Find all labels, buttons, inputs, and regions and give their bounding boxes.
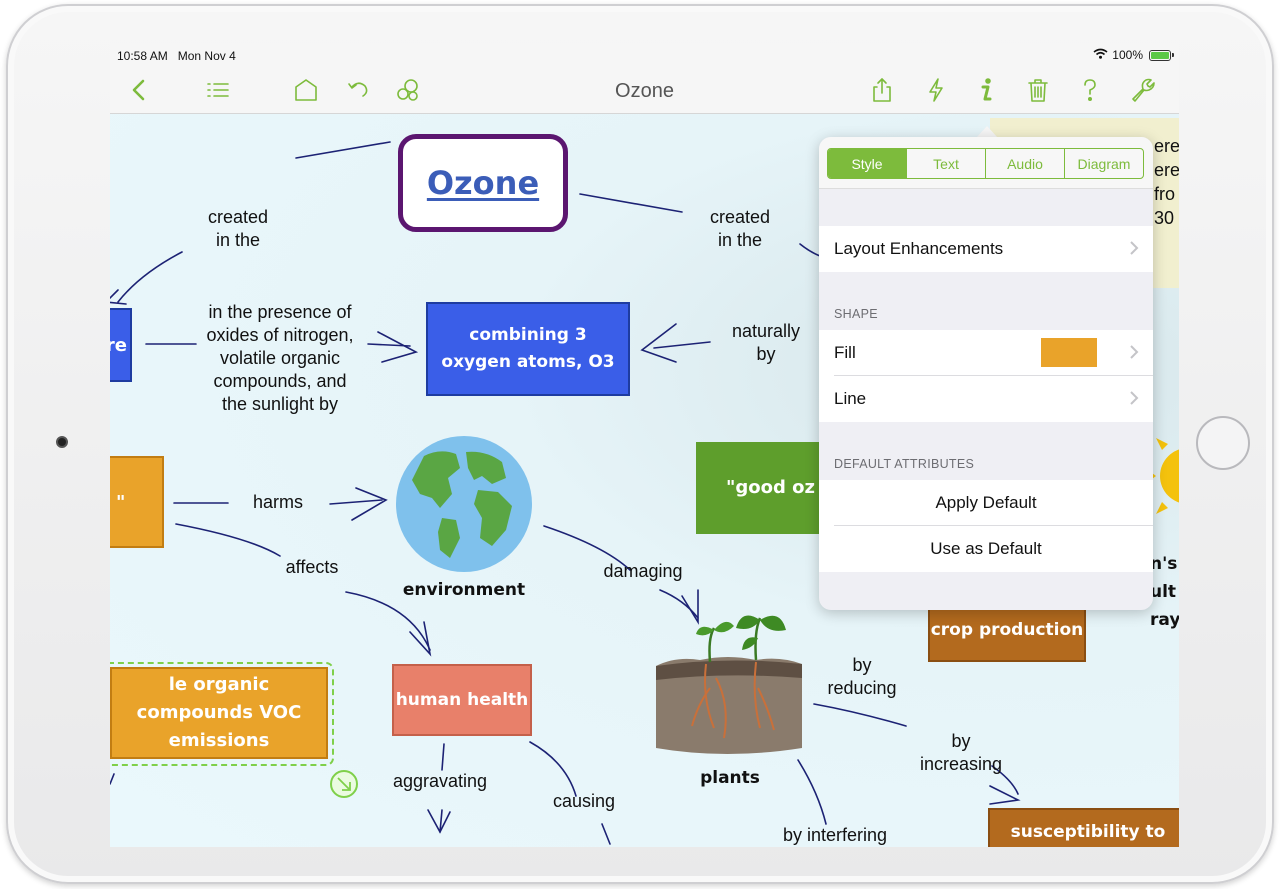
selection-outline	[110, 662, 334, 766]
bubbles-icon	[397, 79, 418, 101]
toolbar: Ozone	[110, 66, 1179, 114]
list-icon	[207, 83, 229, 97]
label-by-increasing: by increasing	[919, 731, 1003, 774]
status-right: 100%	[1093, 48, 1174, 62]
back-button[interactable]	[124, 74, 156, 106]
row-line-label: Line	[834, 389, 867, 408]
wifi-icon	[1093, 48, 1108, 62]
resize-handle[interactable]	[330, 770, 358, 798]
label-presence: in the presence of oxides of nitrogen, v…	[206, 302, 354, 414]
chevron-right-icon	[1130, 241, 1139, 255]
link-nodes-button[interactable]	[392, 74, 424, 106]
label-damaging: damaging	[603, 561, 683, 581]
label-causing: causing	[552, 791, 616, 811]
use-as-default-button[interactable]: Use as Default	[819, 526, 1153, 572]
row-layout-enhancements[interactable]: Layout Enhancements	[819, 226, 1153, 272]
share-icon	[873, 78, 891, 102]
info-icon	[981, 78, 992, 101]
note-text-partial: ere ere fro 30	[1154, 136, 1179, 228]
connection-lines	[110, 141, 1021, 845]
question-icon	[1084, 79, 1096, 101]
globe-icon	[396, 436, 532, 572]
label-created-right: created in the	[709, 207, 771, 250]
actions-button[interactable]	[920, 74, 952, 106]
battery-icon	[1149, 49, 1174, 61]
label-harms: harms	[252, 492, 303, 512]
document-title: Ozone	[615, 80, 674, 102]
separator	[834, 525, 1153, 526]
label-naturally: naturally by	[731, 321, 801, 364]
node-crop-production[interactable]: crop production	[928, 600, 1086, 662]
chevron-left-icon	[132, 79, 145, 101]
chevron-right-icon	[1130, 391, 1139, 405]
bold-text-partial: n's ult ray	[1150, 554, 1179, 630]
popover-arrow	[976, 126, 998, 138]
node-human-health[interactable]: human health	[392, 664, 532, 736]
label-environment: environment	[402, 580, 526, 600]
inspector-tabs: Style Text Audio Diagram	[827, 148, 1144, 179]
tab-diagram[interactable]: Diagram	[1077, 155, 1131, 172]
chevron-right-icon	[1130, 345, 1139, 359]
popover-header: Style Text Audio Diagram	[819, 137, 1153, 189]
section-default-attributes: DEFAULT ATTRIBUTES	[834, 457, 975, 471]
label-by-reducing: by reducing	[827, 655, 897, 698]
section-shape: SHAPE	[834, 307, 878, 321]
status-time-date: 10:58 AM Mon Nov 4	[117, 49, 236, 63]
settings-button[interactable]	[1126, 74, 1158, 106]
screen: 10:58 AM Mon Nov 4 100% Ozone	[110, 44, 1179, 847]
apply-default-button[interactable]: Apply Default	[819, 480, 1153, 526]
delete-button[interactable]	[1022, 74, 1054, 106]
inspector-popover: Style Text Audio Diagram Layout Enhancem…	[819, 137, 1153, 610]
tab-audio[interactable]: Audio	[986, 149, 1065, 178]
node-susceptibility[interactable]: susceptibility to	[988, 808, 1179, 847]
undo-button[interactable]	[342, 74, 374, 106]
lightning-icon	[929, 78, 943, 102]
home-button[interactable]	[1196, 416, 1250, 470]
battery-percent: 100%	[1112, 48, 1143, 62]
tab-style[interactable]: Style	[828, 149, 907, 178]
add-node-button[interactable]	[290, 74, 322, 106]
tab-text[interactable]: Text	[907, 149, 986, 178]
label-affects: affects	[285, 557, 339, 577]
wrench-icon	[1132, 78, 1155, 102]
fill-color-swatch[interactable]	[1041, 338, 1097, 367]
trash-icon	[1028, 79, 1048, 102]
node-good-ozone[interactable]: "good oz protect	[696, 442, 826, 534]
resize-arrow-icon	[337, 777, 351, 791]
row-layout-enhancements-label: Layout Enhancements	[834, 239, 1004, 258]
label-created-left: created in the	[207, 207, 269, 250]
row-fill[interactable]: Fill	[819, 330, 1153, 376]
label-plants: plants	[700, 768, 760, 788]
label-aggravating: aggravating	[392, 771, 488, 791]
inspector-button[interactable]	[970, 74, 1002, 106]
node-left-partial[interactable]: re	[110, 308, 132, 382]
row-fill-label: Fill	[834, 343, 856, 362]
node-orange-partial[interactable]: "	[110, 456, 164, 548]
node-good-ozone-text: "good oz protect	[726, 477, 826, 498]
undo-icon	[348, 82, 368, 97]
center-node-ozone[interactable]: Ozone	[398, 134, 568, 232]
node-combining[interactable]: combining 3 oxygen atoms, O3	[426, 302, 630, 396]
help-button[interactable]	[1074, 74, 1106, 106]
label-by-interfering: by interfering	[782, 825, 888, 845]
plants-image	[656, 615, 802, 754]
status-bar: 10:58 AM Mon Nov 4 100%	[110, 44, 1179, 66]
node-voc[interactable]: le organic compounds VOC emissions	[110, 667, 328, 759]
node-shape-icon	[295, 79, 317, 101]
share-button[interactable]	[866, 74, 898, 106]
row-line[interactable]: Line	[819, 376, 1153, 422]
separator	[834, 375, 1153, 376]
camera	[56, 436, 68, 448]
outline-button[interactable]	[202, 74, 234, 106]
